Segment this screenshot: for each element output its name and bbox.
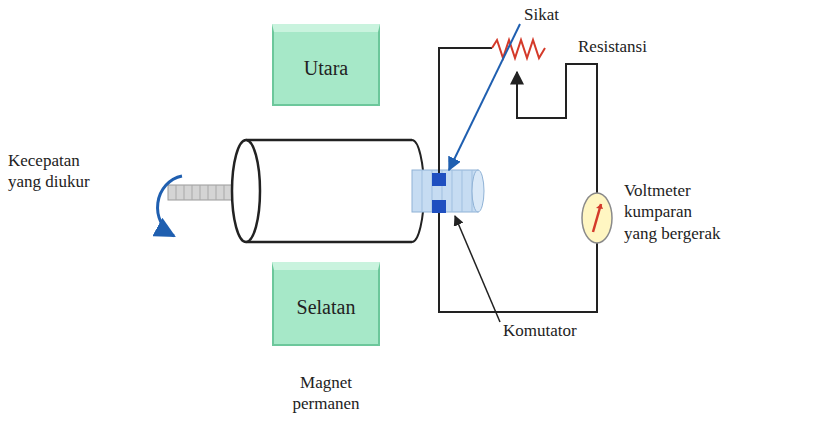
brush: [432, 173, 446, 186]
voltmeter-symbol: [582, 193, 612, 243]
leader-arrow: [449, 24, 520, 170]
part-label: Kecepatan yang diukur: [8, 150, 100, 193]
magnet-pole: Selatan: [272, 262, 380, 346]
brush: [432, 200, 446, 213]
armature-cylinder: [232, 140, 424, 242]
part-label: Sikat: [524, 4, 559, 25]
part-label: Resistansi: [578, 36, 647, 57]
pole-label: Selatan: [297, 296, 356, 319]
part-label: Komutator: [503, 320, 577, 341]
leader-arrow: [455, 216, 500, 322]
wiper-wire: [517, 64, 597, 193]
magnet-pole: Utara: [272, 24, 380, 106]
resistor-symbol: [492, 40, 545, 58]
part-label: Magnet permanen: [292, 372, 359, 415]
part-label: Voltmeter kumparan yang bergerak: [624, 180, 724, 244]
pole-label: Utara: [304, 57, 348, 80]
wire: [439, 212, 597, 312]
rotation-arrow: [158, 176, 182, 236]
wire: [439, 48, 492, 174]
commutator: [412, 170, 484, 212]
